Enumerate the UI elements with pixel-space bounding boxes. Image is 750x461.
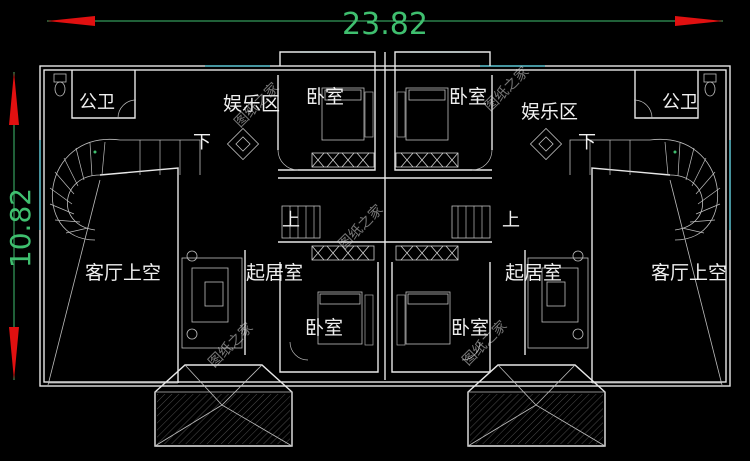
door-swings	[117, 99, 653, 361]
spiral-stair-right	[569, 139, 721, 241]
table-icon-right	[529, 127, 563, 161]
arrow-up-icon	[9, 72, 19, 125]
room-label-living-void-right: 客厅上空	[651, 262, 727, 284]
dimension-height-label: 10.82	[4, 188, 37, 268]
wardrobe-left	[311, 152, 375, 168]
room-label-entertainment-left: 娱乐区	[223, 93, 280, 115]
room-label-entertainment-right: 娱乐区	[521, 101, 578, 123]
stair-label-down-right: 下	[578, 132, 596, 153]
toilet-icon-left	[53, 73, 67, 97]
toilet-icon-right	[703, 73, 717, 97]
spiral-stair-left	[49, 139, 201, 241]
room-label-family-room-left: 起居室	[246, 262, 303, 284]
room-label-living-void-left: 客厅上空	[85, 262, 161, 284]
room-label-bedroom-upper-left: 卧室	[306, 86, 344, 108]
bed-upper-left	[321, 87, 374, 141]
wardrobe-right	[395, 152, 459, 168]
wardrobe-lower-right	[395, 245, 459, 261]
room-label-bedroom-lower-right: 卧室	[451, 317, 489, 339]
dimension-width-label: 23.82	[342, 7, 428, 42]
balcony-left	[154, 364, 293, 447]
bed-upper-right	[396, 87, 449, 141]
central-stair-right	[451, 205, 491, 239]
dimension-top: 23.82	[47, 7, 723, 42]
central-stair-left	[281, 205, 321, 239]
dimension-left: 10.82	[4, 72, 37, 380]
balcony-right	[467, 364, 606, 447]
room-label-bathroom-left: 公卫	[79, 92, 115, 113]
stair-label-up-right: 上	[502, 210, 520, 231]
arrow-down-icon	[9, 327, 19, 380]
arrow-left-icon	[47, 16, 95, 26]
bed-lower-left	[317, 291, 374, 346]
interior-walls	[47, 51, 723, 386]
stair-label-down-left: 下	[193, 132, 211, 153]
arrow-right-icon	[675, 16, 723, 26]
table-icon-left	[226, 127, 260, 161]
room-label-bathroom-right: 公卫	[662, 92, 698, 113]
sofa-icon-right	[541, 250, 584, 340]
room-label-bedroom-upper-right: 卧室	[449, 86, 487, 108]
sofa-icon-left	[186, 250, 229, 340]
room-label-family-room-right: 起居室	[505, 262, 562, 284]
stair-label-up-left: 上	[282, 210, 300, 231]
watermark-3: 图纸之家	[335, 201, 387, 253]
room-label-bedroom-lower-left: 卧室	[305, 317, 343, 339]
bed-lower-right	[396, 291, 451, 346]
watermark-4: 图纸之家	[205, 319, 257, 371]
wardrobe-lower-left	[311, 245, 375, 261]
